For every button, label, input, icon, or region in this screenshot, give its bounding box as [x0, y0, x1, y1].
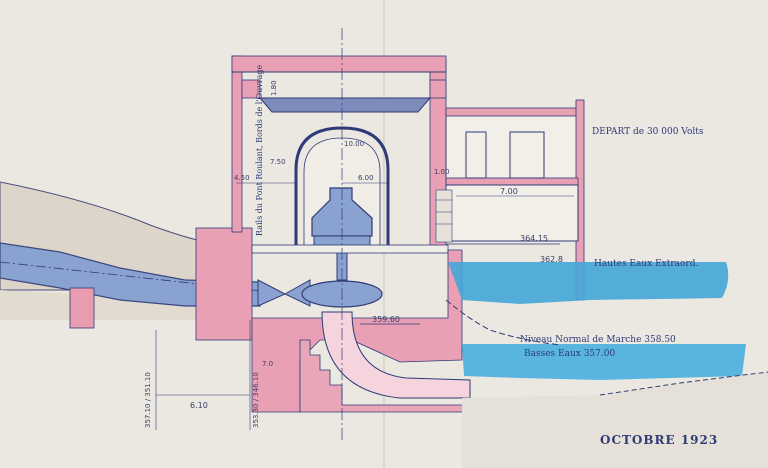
tailwater-normal: [462, 344, 746, 380]
level-362: 362.8: [540, 255, 563, 264]
turbine-floor: [251, 244, 449, 254]
riverbed-right: [462, 372, 768, 468]
annex-stairs: [435, 189, 453, 243]
annex-floor: [445, 177, 579, 186]
dim-180: 1.80: [270, 80, 278, 96]
label-date: OCTOBRE 1923: [600, 433, 718, 447]
draft-tube: [321, 311, 471, 399]
butterfly-valve: [257, 279, 287, 307]
crane-beam-right: [429, 79, 447, 99]
wall-left-lower: [195, 227, 253, 341]
overhead-crane: [258, 97, 432, 113]
tailwater-high-flood: [448, 262, 729, 304]
vertical-level-b: 353.30 / 346.10: [252, 372, 260, 428]
roof-slab: [231, 55, 447, 73]
riverbed-line: [599, 371, 768, 396]
crane-beam-left: [241, 79, 261, 99]
dim-450: 4.50: [234, 174, 250, 182]
label-hautes-eaux: Hautes Eaux Extraord.: [594, 259, 699, 269]
label-rail-note: Rails du Pont Roulant, Bords de l'Ouvrag…: [255, 64, 264, 236]
dim-700: 7.00: [500, 187, 518, 196]
vertical-level-a: 357.10 / 351.10: [144, 372, 152, 428]
level-364: 364.15: [520, 234, 548, 243]
label-basses-eaux: Basses Eaux 357.00: [524, 349, 615, 359]
label-niveau-marche: Niveau Normal de Marche 358.50: [520, 335, 676, 345]
dim-600: 6.00: [358, 174, 374, 182]
pipe-support-block: [69, 287, 95, 329]
water-surface-curve: [445, 299, 561, 346]
penstock-pipe: [0, 242, 261, 307]
label-depart: DEPART de 30 000 Volts: [592, 127, 704, 137]
dim-100: 1.00: [434, 168, 450, 176]
level-359: 359.60: [372, 315, 400, 324]
wall-left-column: [231, 55, 243, 233]
annex-upper-room: [445, 111, 579, 181]
dim-610: 6.10: [190, 401, 208, 410]
foundation-block: [251, 249, 463, 413]
dim-70: 7.0: [262, 360, 273, 368]
dim-1000: 10.00: [344, 140, 364, 148]
annex-window-1: [465, 131, 487, 179]
annex-window-2: [509, 131, 545, 179]
annex-lower-room: [445, 184, 579, 242]
annex-roof: [445, 107, 579, 117]
dim-750: 7.50: [270, 158, 286, 166]
